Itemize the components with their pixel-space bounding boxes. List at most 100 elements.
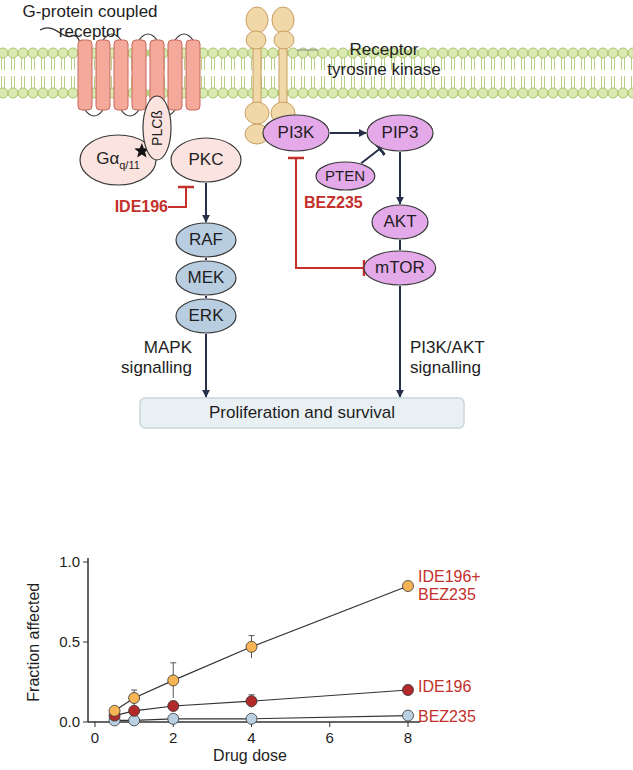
lipid-tail xyxy=(211,58,212,70)
transmembrane-helix xyxy=(78,40,92,110)
lipid-tail xyxy=(264,76,265,88)
lipid-tail xyxy=(604,58,605,70)
series-line xyxy=(115,690,408,716)
ellipse-outline xyxy=(176,299,236,333)
lipid-head xyxy=(238,48,248,58)
lipid-head xyxy=(448,48,458,58)
lipid-head xyxy=(0,48,8,58)
lipid-head xyxy=(378,88,388,98)
lipid-tail xyxy=(24,58,25,70)
lipid-tail xyxy=(184,58,185,70)
series-label-text: IDE196 xyxy=(418,678,471,696)
lipid-tail xyxy=(594,76,595,88)
lipid-tail xyxy=(244,58,245,70)
lipid-head xyxy=(548,88,558,98)
lipid-tail xyxy=(211,76,212,88)
tick-label: 0.0 xyxy=(40,713,80,731)
lipid-tail xyxy=(64,58,65,70)
lipid-tail xyxy=(251,58,252,70)
lipid-tail xyxy=(274,58,275,70)
lipid-head xyxy=(228,88,238,98)
data-point xyxy=(403,581,414,592)
lipid-tail xyxy=(231,76,232,88)
kinase-node: PKC xyxy=(170,137,242,183)
lipid-tail xyxy=(304,76,305,88)
lipid-head xyxy=(18,48,28,58)
lipid-tail xyxy=(581,76,582,88)
lipid-tail xyxy=(224,76,225,88)
ide196-inhibition xyxy=(168,187,194,207)
data-point xyxy=(129,705,140,716)
lipid-head xyxy=(578,88,588,98)
lipid-tail xyxy=(571,76,572,88)
lipid-head xyxy=(28,48,38,58)
lipid-tail xyxy=(221,58,222,70)
lipid-head xyxy=(578,48,588,58)
lipid-head xyxy=(318,88,328,98)
lipid-tail xyxy=(244,76,245,88)
lipid-head xyxy=(338,48,348,58)
ellipse-outline xyxy=(176,261,236,295)
lipid-tail xyxy=(481,76,482,88)
data-point xyxy=(168,701,179,712)
lipid-tail xyxy=(61,76,62,88)
ellipse-outline xyxy=(143,96,171,160)
lipid-tail xyxy=(31,58,32,70)
lipid-tail xyxy=(561,76,562,88)
tick-label-text: 2 xyxy=(169,729,177,746)
lipid-head xyxy=(18,88,28,98)
bez235-inhibition-pi3k xyxy=(288,158,364,268)
lipid-head xyxy=(348,88,358,98)
kinase-node: RAF xyxy=(175,222,237,258)
lipid-tail xyxy=(624,58,625,70)
receptor-label-text: G-protein coupled receptor xyxy=(4,2,176,41)
lipid-tail xyxy=(511,58,512,70)
lipid-tail xyxy=(201,76,202,88)
lipid-head xyxy=(28,88,38,98)
node-label: MEK xyxy=(188,268,225,287)
lipid-tail xyxy=(591,76,592,88)
lipid-tail xyxy=(71,58,72,70)
tick-label-text: 4 xyxy=(247,729,255,746)
lipid-head xyxy=(218,48,228,58)
lipid-head xyxy=(518,88,528,98)
lipid-head xyxy=(48,48,58,58)
lipid-head xyxy=(558,48,568,58)
lipid-tail xyxy=(514,76,515,88)
lipid-head xyxy=(438,48,448,58)
lipid-tail xyxy=(614,58,615,70)
lipid-tail xyxy=(41,76,42,88)
data-point xyxy=(109,705,120,716)
lipid-tail xyxy=(11,76,12,88)
x-tick xyxy=(95,722,96,727)
lipid-tail xyxy=(451,58,452,70)
lipid-tail xyxy=(631,58,632,70)
lipid-tail xyxy=(504,58,505,70)
lipid-tail xyxy=(444,76,445,88)
lipid-head xyxy=(58,48,68,58)
lipid-head xyxy=(308,88,318,98)
x-tick xyxy=(329,722,330,727)
tick-label-text: 0.0 xyxy=(59,713,80,730)
y-tick xyxy=(83,722,88,723)
axis-title: Fraction affected xyxy=(25,567,43,717)
leader-line xyxy=(297,50,318,51)
series-label-text: BEZ235 xyxy=(418,708,476,726)
lipid-tail xyxy=(294,76,295,88)
lipid-head xyxy=(48,88,58,98)
inhibition-line xyxy=(168,187,186,207)
lipid-tail xyxy=(271,58,272,70)
error-cap xyxy=(249,694,255,695)
lipid-head xyxy=(338,88,348,98)
lipid-head xyxy=(618,48,628,58)
lipid-head xyxy=(518,48,528,58)
phosphatase-node: PTEN xyxy=(315,161,376,191)
series-label: IDE196+ BEZ235 xyxy=(418,568,498,605)
lipid-tail xyxy=(271,76,272,88)
ellipse-outline xyxy=(176,223,236,257)
lipid-tail xyxy=(551,58,552,70)
lipid-tail xyxy=(61,58,62,70)
lipid-tail xyxy=(34,76,35,88)
lipid-head xyxy=(288,48,298,58)
lipid-tail xyxy=(301,76,302,88)
